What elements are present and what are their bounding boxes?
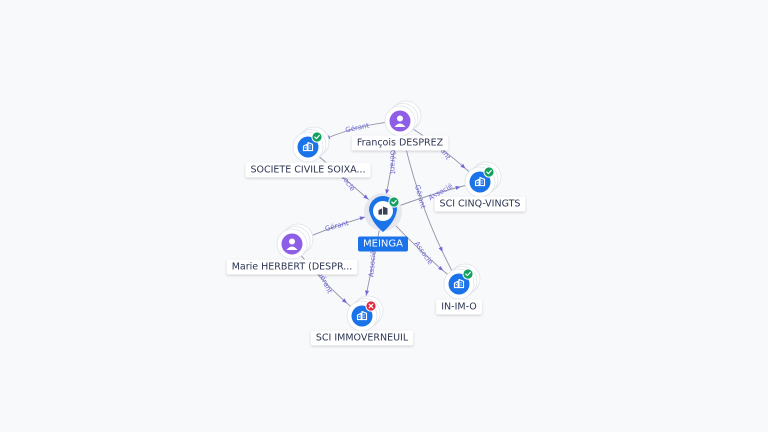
edge-arrow [438, 246, 443, 253]
edge-arrow [385, 189, 390, 195]
check-badge-icon [483, 166, 495, 178]
node-francois[interactable]: François DESPREZ [351, 100, 449, 151]
person-icon [286, 238, 298, 250]
edge-label: Gérant [388, 150, 396, 174]
node-immo[interactable]: SCI IMMOVERNEUIL [310, 295, 414, 346]
edge-arrow [438, 266, 444, 271]
cross-badge-icon [365, 300, 377, 312]
node-societe[interactable]: SOCIETE CIVILE SOIXA... [245, 126, 371, 178]
check-badge-icon [462, 268, 474, 280]
edge-label: Associé [413, 240, 435, 266]
node-label-box: SCI IMMOVERNEUIL [310, 330, 414, 346]
edge-arrow [455, 185, 461, 190]
node-cinq[interactable]: SCI CINQ-VINGTS [434, 161, 526, 212]
edge-arrow [341, 298, 347, 304]
node-label-box: François DESPREZ [351, 135, 449, 151]
node-label: Marie HERBERT (DESPR... [232, 262, 353, 273]
building-icon [356, 310, 368, 321]
edge-label: Gérant [345, 121, 370, 134]
node-label-box: Marie HERBERT (DESPR... [226, 259, 358, 275]
node-label-box: MEINGA [358, 236, 408, 252]
person-icon [394, 115, 406, 127]
node-marie[interactable]: Marie HERBERT (DESPR... [226, 223, 358, 275]
node-label: IN-IM-O [441, 302, 477, 313]
edge-arrow [365, 290, 370, 296]
node-label-box: IN-IM-O [436, 299, 482, 315]
node-inimo[interactable]: IN-IM-O [436, 263, 482, 315]
building-icon [453, 278, 465, 289]
node-label: SCI IMMOVERNEUIL [316, 333, 409, 344]
building-icon [302, 141, 314, 152]
edge-arrow [363, 194, 369, 200]
building-icon [378, 206, 388, 215]
node-label-box: SCI CINQ-VINGTS [434, 196, 526, 212]
building-icon [474, 176, 486, 187]
node-meinga[interactable]: MEINGA [358, 193, 408, 252]
check-badge-icon [311, 131, 323, 143]
edge-arrow [460, 163, 466, 169]
node-label-box: SOCIETE CIVILE SOIXA... [245, 162, 371, 178]
edge-label: Gérant [324, 219, 350, 233]
node-label: SOCIETE CIVILE SOIXA... [250, 165, 365, 176]
node-label: SCI CINQ-VINGTS [440, 199, 521, 210]
node-label: François DESPREZ [357, 138, 444, 149]
check-badge-icon [388, 196, 400, 208]
edge-label: Associé [367, 250, 377, 277]
edge-arrow [359, 216, 365, 221]
node-label: MEINGA [363, 239, 403, 250]
